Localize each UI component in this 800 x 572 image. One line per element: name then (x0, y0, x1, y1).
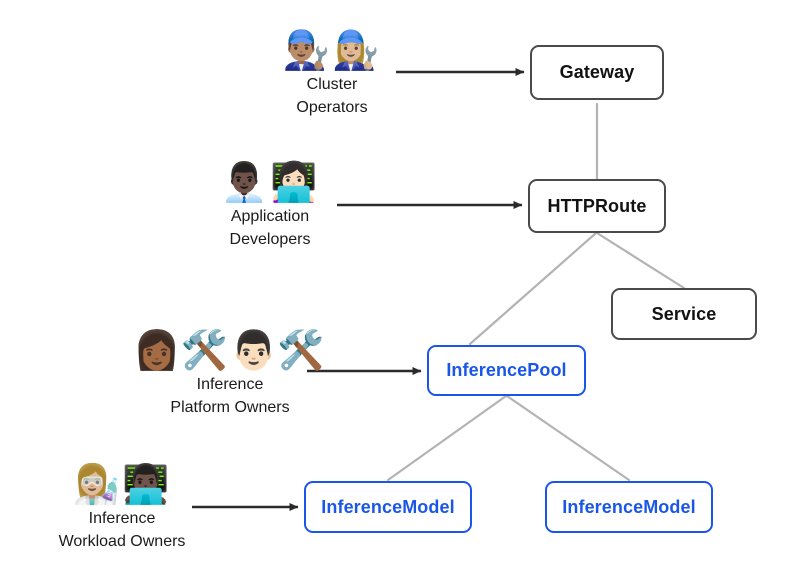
inference-platform-owners-label-line1: Inference (196, 376, 264, 393)
persona-inference-platform-owners: 👩🏾‍🛠️👨🏻‍🛠️ Inference Platform Owners (120, 328, 340, 418)
persona-inference-workload-owners: 👩🏼‍🔬👨🏿‍💻 Inference Workload Owners (12, 462, 232, 552)
connector-inferencepool-inferencemodel-1 (386, 394, 508, 482)
application-developers-label-line1: Application (230, 208, 310, 225)
inference-platform-owners-icons: 👩🏾‍🛠️👨🏻‍🛠️ (133, 328, 327, 372)
node-httproute[interactable]: HTTPRoute (528, 179, 666, 233)
persona-application-developers: 👨🏿‍💼👩🏻‍💻 Application Developers (160, 160, 380, 250)
node-inferencemodel-2[interactable]: InferenceModel (545, 481, 713, 533)
cluster-operators-label-line1: Cluster (306, 76, 358, 93)
inference-workload-owners-label-line1: Inference (88, 510, 156, 527)
node-inferencemodel-1[interactable]: InferenceModel (304, 481, 472, 533)
inference-platform-owners-label-line2: Platform Owners (170, 399, 290, 416)
connector-inferencepool-inferencemodel-2 (505, 394, 631, 482)
connector-httproute-service (595, 231, 686, 290)
inference-workload-owners-label-line2: Workload Owners (58, 533, 186, 550)
cluster-operators-icons: 👨🏽‍🔧👩🏼‍🔧 (282, 28, 382, 72)
connector-httproute-inferencepool (468, 231, 598, 346)
application-developers-icons: 👨🏿‍💼👩🏻‍💻 (220, 160, 320, 204)
node-gateway[interactable]: Gateway (530, 45, 664, 100)
inference-workload-owners-icons: 👩🏼‍🔬👨🏿‍💻 (72, 462, 172, 506)
node-inferencepool[interactable]: InferencePool (427, 345, 586, 396)
application-developers-label-line2: Developers (229, 231, 311, 248)
persona-cluster-operators: 👨🏽‍🔧👩🏼‍🔧 Cluster Operators (222, 28, 442, 118)
node-service[interactable]: Service (611, 288, 757, 340)
cluster-operators-label-line2: Operators (296, 99, 368, 116)
